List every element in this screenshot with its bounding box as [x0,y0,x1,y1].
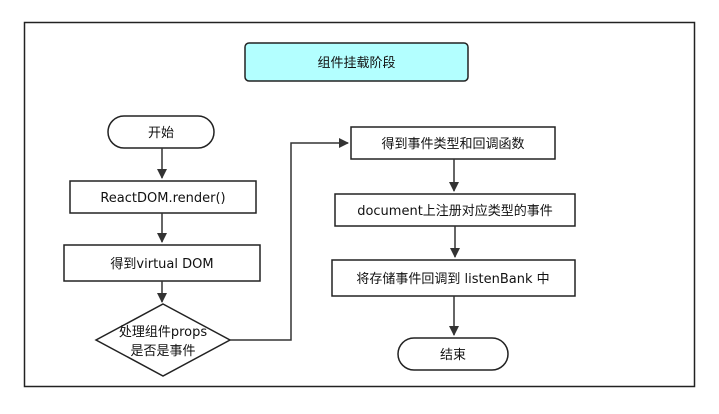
node-get-events-label: 得到事件类型和回调函数 [381,136,524,152]
node-start-label: 开始 [148,126,174,141]
node-decision: 处理组件props 是否是事件 [94,303,232,377]
node-get-events: 得到事件类型和回调函数 [350,126,556,160]
node-store-label: 将存储事件回调到 listenBank 中 [356,272,549,287]
title-label: 组件挂载阶段 [317,56,395,71]
node-decision-label-1: 处理组件props [119,325,208,340]
arrow-decision-to-get-events [230,138,349,341]
node-register: document上注册对应类型的事件 [334,193,576,227]
node-decision-label-2: 是否是事件 [130,344,195,359]
node-virtual-dom-label: 得到virtual DOM [110,256,213,272]
node-render: ReactDOM.render() [69,180,257,214]
node-store: 将存储事件回调到 listenBank 中 [331,259,576,297]
node-virtual-dom: 得到virtual DOM [63,244,261,282]
node-render-label: ReactDOM.render() [100,191,225,206]
node-end-label: 结束 [440,348,466,363]
node-start: 开始 [107,115,215,149]
node-register-label: document上注册对应类型的事件 [357,203,553,219]
title-box: 组件挂载阶段 [244,42,469,82]
node-end: 结束 [397,337,509,371]
outer-frame [23,21,696,388]
